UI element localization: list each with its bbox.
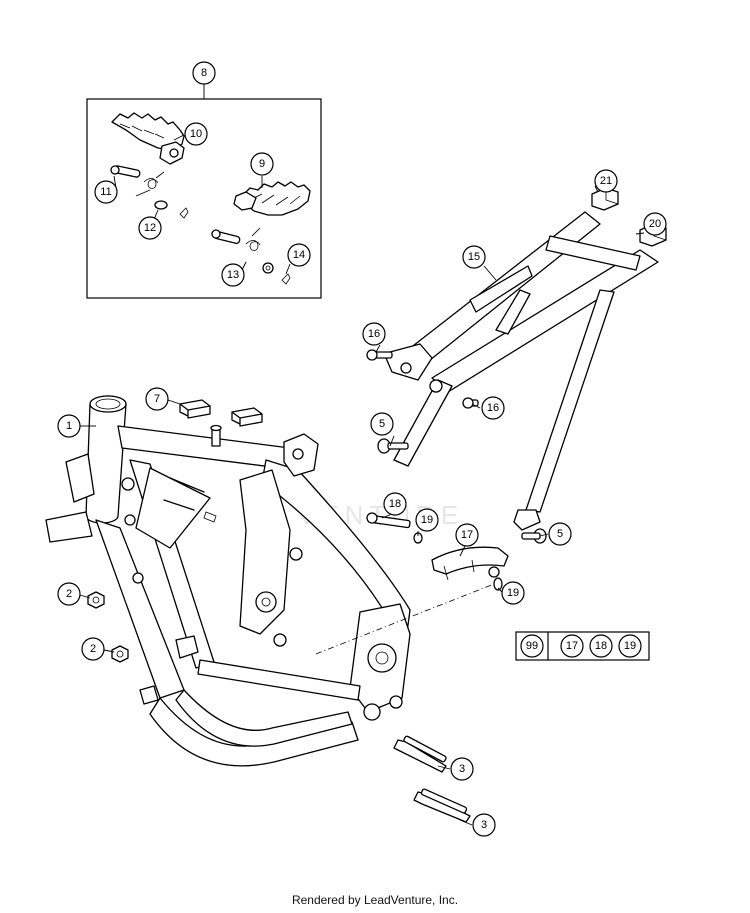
rubber-block-left[interactable]: [179, 399, 211, 419]
bolt-3-upper[interactable]: [393, 735, 447, 773]
svg-text:2: 2: [66, 588, 72, 600]
kit-label: 99: [526, 640, 538, 652]
svg-text:3: 3: [459, 763, 465, 775]
svg-text:20: 20: [649, 218, 661, 230]
svg-text:16: 16: [368, 328, 380, 340]
callout-1[interactable]: 1: [57, 414, 81, 438]
callout-21[interactable]: 21: [594, 169, 618, 193]
kit-box: 99 17 18 19: [515, 631, 650, 661]
main-frame[interactable]: [45, 395, 411, 767]
nut-2-lower[interactable]: [111, 645, 129, 663]
bolt-5-right[interactable]: [521, 528, 547, 544]
svg-text:8: 8: [201, 67, 207, 79]
leader-lines: [79, 134, 645, 826]
subframe[interactable]: [385, 211, 659, 531]
svg-text:19: 19: [507, 587, 519, 599]
nut-2-upper[interactable]: [87, 591, 105, 609]
svg-text:9: 9: [259, 158, 265, 170]
bolt-3-lower[interactable]: [413, 788, 471, 823]
callout-7[interactable]: 7: [145, 387, 169, 411]
callout-16-upper[interactable]: 16: [362, 322, 386, 346]
svg-text:14: 14: [293, 249, 305, 261]
footpeg-group-box: [86, 84, 322, 299]
callout-20[interactable]: 20: [643, 212, 667, 236]
callout-19-lower[interactable]: 19: [501, 581, 525, 605]
callout-13[interactable]: 13: [221, 263, 245, 287]
svg-text:3: 3: [481, 819, 487, 831]
callout-3-lower[interactable]: 3: [472, 813, 496, 837]
svg-text:16: 16: [487, 402, 499, 414]
footer-credit: Rendered by LeadVenture, Inc.: [291, 893, 459, 907]
svg-text:2: 2: [90, 643, 96, 655]
pin-13-parts[interactable]: [211, 227, 291, 285]
svg-text:7: 7: [154, 393, 160, 405]
svg-text:10: 10: [190, 128, 202, 140]
callout-17[interactable]: 17: [455, 523, 479, 547]
svg-text:13: 13: [227, 269, 239, 281]
callout-16-lower[interactable]: 16: [481, 396, 505, 420]
callout-9[interactable]: 9: [250, 152, 274, 176]
pin-11-parts[interactable]: [110, 165, 189, 219]
svg-text:5: 5: [379, 418, 385, 430]
svg-text:5: 5: [557, 528, 563, 540]
svg-text:19: 19: [421, 514, 433, 526]
svg-text:15: 15: [468, 251, 480, 263]
bolt-16-lower[interactable]: [462, 397, 479, 409]
callout-5-left[interactable]: 5: [370, 412, 394, 436]
callout-5-right[interactable]: 5: [548, 522, 572, 546]
callout-11[interactable]: 11: [94, 180, 118, 204]
callout-2-upper[interactable]: 2: [57, 582, 81, 606]
callout-8[interactable]: 8: [192, 61, 216, 85]
svg-text:17: 17: [461, 529, 473, 541]
callout-10[interactable]: 10: [184, 122, 208, 146]
svg-text:18: 18: [389, 498, 401, 510]
svg-text:1: 1: [66, 420, 72, 432]
kit-item-18: 18: [595, 640, 607, 652]
alignment-line: [315, 583, 495, 655]
bolt-18[interactable]: [366, 512, 423, 544]
bolt-5-left[interactable]: [377, 438, 409, 454]
kit-item-19: 19: [624, 640, 636, 652]
footpeg-left[interactable]: [111, 112, 185, 165]
svg-text:21: 21: [600, 175, 612, 187]
callout-18[interactable]: 18: [383, 492, 407, 516]
callout-19-upper[interactable]: 19: [415, 508, 439, 532]
bolt-16-upper[interactable]: [366, 349, 393, 361]
callout-3-upper[interactable]: 3: [450, 757, 474, 781]
callout-15[interactable]: 15: [462, 245, 486, 269]
chain-guide-17[interactable]: [431, 546, 509, 581]
svg-text:12: 12: [144, 222, 156, 234]
callout-14[interactable]: 14: [287, 243, 311, 267]
rubber-block-right[interactable]: [231, 407, 263, 427]
callout-12[interactable]: 12: [138, 216, 162, 240]
footpeg-right[interactable]: [233, 181, 311, 216]
svg-text:11: 11: [100, 186, 111, 198]
callout-2-lower[interactable]: 2: [81, 637, 105, 661]
kit-item-17: 17: [566, 640, 578, 652]
